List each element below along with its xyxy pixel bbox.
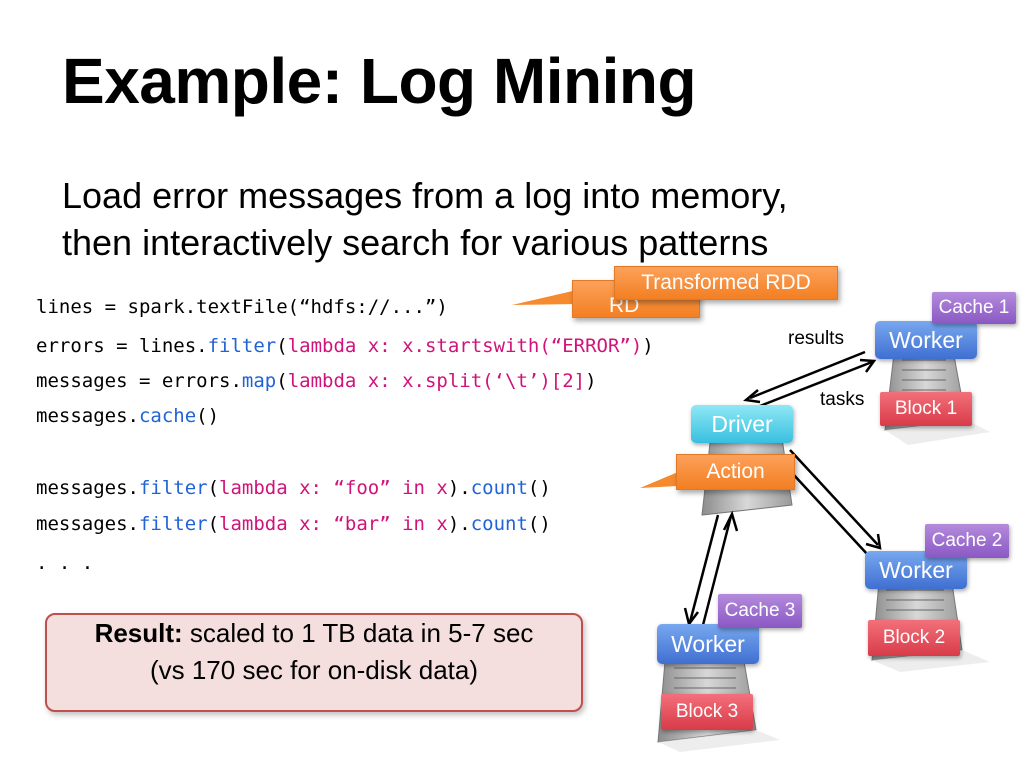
subtitle-line-1: Load error messages from a log into memo… (62, 175, 788, 216)
worker-3-node: Worker (657, 624, 759, 664)
transformed-callout-pointer (512, 290, 577, 305)
worker-1-node: Worker (875, 321, 977, 359)
code-line-2: errors = lines.filter(lambda x: x.starts… (36, 335, 654, 357)
result-label: Result: (94, 618, 183, 648)
connection-arrows (683, 350, 882, 627)
code-line-5: messages.filter(lambda x: “foo” in x).co… (36, 477, 551, 499)
cache-3-badge: Cache 3 (718, 594, 802, 628)
result-line-2: (vs 170 sec for on-disk data) (149, 655, 479, 685)
cache-2-badge: Cache 2 (925, 524, 1009, 558)
tasks-label: tasks (820, 389, 865, 410)
block-3-badge: Block 3 (661, 694, 753, 730)
transformed-rdd-callout: Transformed RDD (614, 266, 838, 300)
cache-1-badge: Cache 1 (932, 292, 1016, 324)
code-line-3: messages = errors.map(lambda x: x.split(… (36, 370, 597, 392)
slide-subtitle: Load error messages from a log into memo… (62, 172, 962, 266)
subtitle-line-2: then interactively search for various pa… (62, 222, 769, 263)
results-label: results (788, 328, 844, 349)
result-line-1: Result: scaled to 1 TB data in 5-7 sec (47, 615, 581, 652)
code-line-1: lines = spark.textFile(“hdfs://...”) (36, 296, 448, 318)
code-ellipsis: . . . (36, 552, 94, 574)
action-callout: Action (676, 454, 795, 490)
result-box: Result: scaled to 1 TB data in 5-7 sec (… (45, 613, 583, 712)
result-text-1: scaled to 1 TB data in 5-7 sec (182, 618, 534, 648)
block-1-badge: Block 1 (880, 392, 972, 426)
action-callout-pointer (640, 472, 678, 488)
slide-title: Example: Log Mining (62, 45, 697, 117)
code-line-6: messages.filter(lambda x: “bar” in x).co… (36, 513, 551, 535)
block-2-badge: Block 2 (868, 620, 960, 656)
code-line-4: messages.cache() (36, 405, 220, 427)
driver-node: Driver (691, 405, 793, 443)
